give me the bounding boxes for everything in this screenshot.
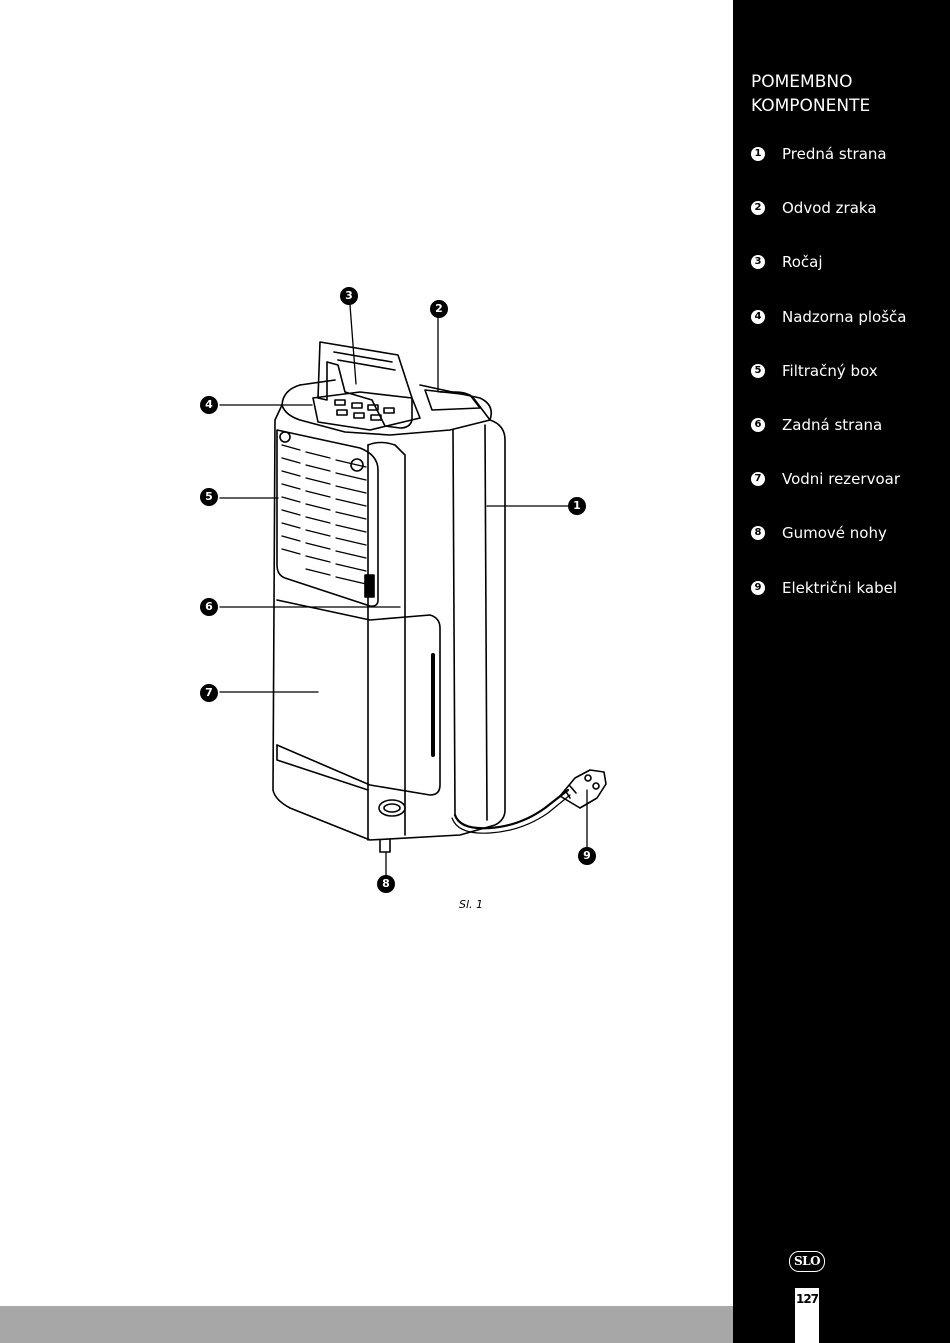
legend-label: Filtračný box: [782, 362, 878, 380]
legend-label: Zadná strana: [782, 416, 883, 434]
callout-control-panel: 4: [200, 396, 218, 414]
legend-label: Ročaj: [782, 253, 823, 271]
figure-caption: Sl. 1: [459, 898, 484, 911]
legend-label: Predná strana: [782, 145, 887, 163]
dehumidifier-illustration: [219, 304, 607, 876]
legend-item-front: 1 Predná strana: [751, 144, 946, 164]
legend-number: 4: [751, 310, 765, 324]
legend-item-water-tank: 7 Vodni rezervoar: [751, 469, 946, 489]
callout-power-cable: 9: [578, 847, 596, 865]
sidebar-title-line1: POMEMBNO: [751, 72, 853, 92]
legend-number: 3: [751, 255, 765, 269]
legend-number: 8: [751, 526, 765, 540]
callout-back: 6: [200, 598, 218, 616]
legend-label: Vodni rezervoar: [782, 470, 900, 488]
page-number: 127: [795, 1288, 819, 1343]
components-sidebar: POMEMBNO KOMPONENTE 1 Predná strana 2 Od…: [733, 0, 950, 1343]
page-number-text: 127: [795, 1292, 819, 1306]
legend-number: 5: [751, 364, 765, 378]
legend-item-control-panel: 4 Nadzorna plošča: [751, 307, 946, 327]
callout-front: 1: [568, 497, 586, 515]
callout-filter-box: 5: [200, 488, 218, 506]
legend-number: 9: [751, 581, 765, 595]
callout-rubber-feet: 8: [377, 875, 395, 893]
sidebar-title-line2: KOMPONENTE: [751, 96, 871, 116]
legend-label: Gumové nohy: [782, 524, 887, 542]
legend-item-rubber-feet: 8 Gumové nohy: [751, 523, 946, 543]
legend-label: Odvod zraka: [782, 199, 877, 217]
legend-label: Nadzorna plošča: [782, 308, 907, 326]
legend-item-handle: 3 Ročaj: [751, 252, 946, 272]
legend-item-power-cable: 9 Električni kabel: [751, 578, 946, 598]
callout-water-tank: 7: [200, 684, 218, 702]
footer-bar: [0, 1306, 733, 1343]
language-badge: SLO: [789, 1251, 825, 1272]
callout-handle: 3: [340, 287, 358, 305]
legend-number: 6: [751, 418, 765, 432]
legend-number: 1: [751, 147, 765, 161]
legend-item-filter-box: 5 Filtračný box: [751, 361, 946, 381]
legend-label: Električni kabel: [782, 579, 897, 597]
legend-number: 7: [751, 472, 765, 486]
legend-item-back: 6 Zadná strana: [751, 415, 946, 435]
callout-air-outlet: 2: [430, 300, 448, 318]
sidebar-title: POMEMBNO KOMPONENTE: [751, 70, 941, 118]
legend-number: 2: [751, 201, 765, 215]
legend-item-air-outlet: 2 Odvod zraka: [751, 198, 946, 218]
